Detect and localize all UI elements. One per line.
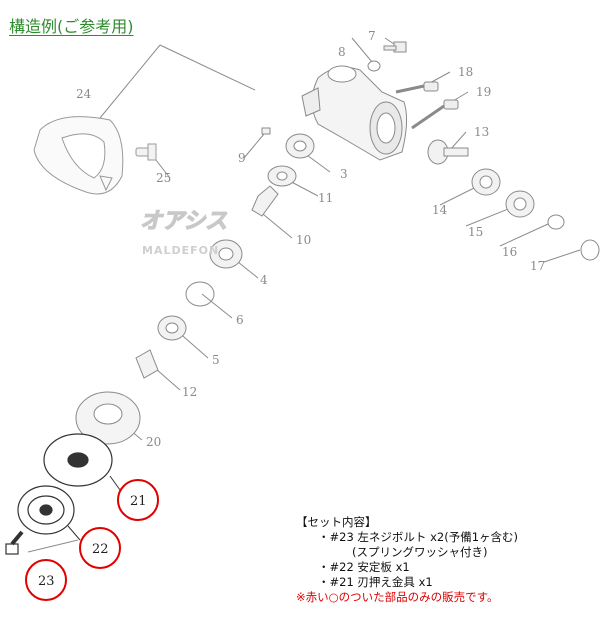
label-14: 14 bbox=[432, 203, 448, 217]
label-9: 9 bbox=[238, 151, 246, 165]
part-23-bolt bbox=[5, 530, 24, 555]
page-title: 構造例(ご参考用) bbox=[9, 17, 134, 36]
label-23: 23 bbox=[38, 574, 55, 589]
label-4: 4 bbox=[260, 273, 268, 287]
label-12: 12 bbox=[182, 385, 197, 399]
watermark-brand: オアシス bbox=[140, 209, 227, 234]
label-18: 18 bbox=[458, 65, 473, 79]
label-17: 17 bbox=[530, 259, 545, 273]
label-22: 22 bbox=[92, 542, 109, 557]
set-line-21: ・#21 刃押え金具 x1 bbox=[318, 575, 433, 589]
label-10: 10 bbox=[296, 233, 311, 247]
red-circle-21 bbox=[117, 479, 159, 521]
label-24: 24 bbox=[76, 87, 92, 101]
label-19: 19 bbox=[476, 85, 491, 99]
label-6: 6 bbox=[236, 313, 244, 327]
lower-bearing-group bbox=[135, 239, 243, 379]
label-25: 25 bbox=[156, 171, 171, 185]
label-8: 8 bbox=[338, 45, 346, 59]
label-20: 20 bbox=[146, 435, 161, 449]
label-13: 13 bbox=[474, 125, 489, 139]
label-16: 16 bbox=[502, 245, 517, 259]
red-circle-23 bbox=[25, 559, 67, 601]
set-line-22: ・#22 安定板 x1 bbox=[318, 560, 410, 574]
part-25-bolt bbox=[135, 143, 157, 161]
label-3: 3 bbox=[340, 167, 348, 181]
label-5: 5 bbox=[212, 353, 220, 367]
label-21: 21 bbox=[130, 494, 147, 509]
label-15: 15 bbox=[468, 225, 483, 239]
set-line-23: ・#23 左ネジボルト x2(予備1ヶ含む) bbox=[318, 530, 518, 544]
watermark-sub: MALDEFON bbox=[142, 244, 219, 257]
label-11: 11 bbox=[318, 191, 333, 205]
part-labels: 7 8 18 19 13 24 25 9 3 11 14 15 16 17 10… bbox=[76, 29, 545, 449]
bolts-upper bbox=[367, 41, 459, 130]
part-24-guard bbox=[33, 116, 124, 195]
label-7: 7 bbox=[368, 29, 376, 43]
gear-case bbox=[301, 65, 408, 161]
sale-note: ※赤い○のついた部品のみの販売です。 bbox=[296, 590, 499, 604]
red-circle-22 bbox=[79, 527, 121, 569]
part-22-stabilizer bbox=[17, 485, 75, 535]
set-contents: 【セット内容】 ・#23 左ネジボルト x2(予備1ヶ含む) (スプリングワッシ… bbox=[296, 515, 518, 605]
set-line-23-note: (スプリングワッシャ付き) bbox=[352, 545, 488, 559]
part-21-blade-holder bbox=[43, 433, 113, 487]
part-20-receiver bbox=[75, 391, 141, 445]
set-heading: 【セット内容】 bbox=[296, 515, 377, 529]
leader-24 bbox=[99, 44, 161, 119]
shaft-group bbox=[427, 139, 600, 261]
leader-gear-case bbox=[159, 44, 256, 91]
highlighted-parts: 21 22 23 bbox=[25, 475, 159, 601]
output-shaft-group bbox=[251, 127, 315, 217]
